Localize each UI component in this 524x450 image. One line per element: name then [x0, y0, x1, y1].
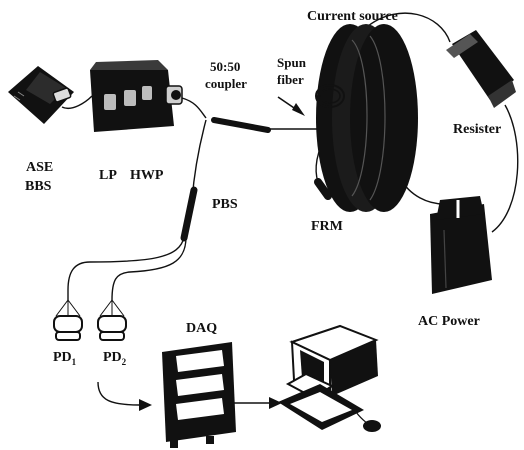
- label-pbs: PBS: [212, 197, 238, 212]
- label-spun: Spun: [277, 55, 307, 70]
- label-ac-power: AC Power: [418, 314, 480, 329]
- pd1-icon: [54, 300, 82, 340]
- fiber-hwp-to-coupler: [182, 98, 206, 118]
- label-current-source: Current source: [307, 9, 398, 24]
- signal-pd-to-daq: [98, 382, 140, 405]
- label-pd2: PD2: [103, 350, 127, 367]
- photodetector-icon: [54, 300, 126, 340]
- polarizer-waveplate-icon: [90, 60, 182, 132]
- coil-icon: [316, 24, 418, 212]
- label-frm: FRM: [311, 219, 343, 234]
- arrow-to-daq-icon: [139, 399, 152, 411]
- label-pd1-main: PD: [53, 350, 72, 365]
- daq-card-icon: [162, 342, 236, 448]
- label-lp: LP: [99, 168, 117, 183]
- arrow-to-spun-fiber-icon: [292, 103, 305, 116]
- label-daq: DAQ: [186, 321, 217, 336]
- label-coupler: coupler: [205, 76, 247, 91]
- label-pd1: PD1: [53, 350, 77, 367]
- label-fiber: fiber: [277, 72, 304, 87]
- pd2-icon: [98, 300, 126, 340]
- computer-icon: [278, 326, 381, 432]
- ac-power-icon: [430, 196, 492, 294]
- coupler-icon: [214, 120, 268, 130]
- fiber-pbs-to-pd1: [68, 237, 184, 300]
- pbs-icon: [184, 190, 194, 238]
- label-bbs: BBS: [25, 179, 52, 194]
- resistor-icon: [446, 30, 516, 108]
- label-resister: Resister: [453, 122, 501, 137]
- ase-source-icon: [8, 66, 74, 124]
- label-ase: ASE: [26, 160, 53, 175]
- label-pd2-sub: 2: [122, 357, 127, 367]
- label-coupler-ratio: 50:50: [210, 59, 240, 74]
- label-hwp: HWP: [130, 168, 164, 183]
- fiber-pbs-to-pd2: [112, 237, 186, 300]
- label-pd2-main: PD: [103, 350, 122, 365]
- label-pd1-sub: 1: [72, 357, 77, 367]
